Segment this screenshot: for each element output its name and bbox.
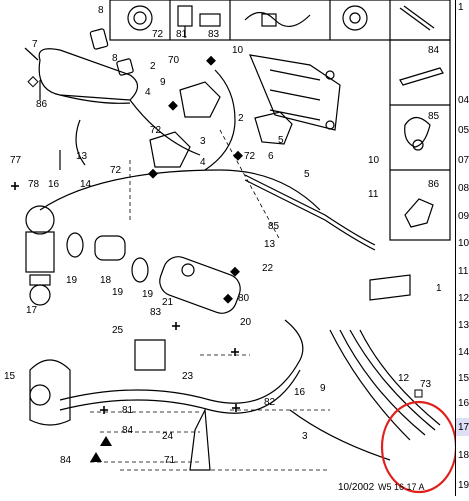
- callout: 84: [122, 425, 134, 436]
- strip-item[interactable]: 14: [458, 347, 469, 358]
- callout: 8: [112, 53, 118, 64]
- side-panel-label-1: 84: [428, 45, 440, 56]
- callout: 24: [162, 431, 174, 442]
- callout: 72: [244, 151, 256, 162]
- strip-item[interactable]: 07: [458, 155, 469, 166]
- callout: 14: [80, 179, 92, 190]
- side-panel-label-3: 86: [428, 179, 440, 190]
- callout: 6: [268, 151, 274, 162]
- index-strip: 1 04 05 07 08 09 10 11 12 13 14 15 16 17…: [455, 0, 469, 496]
- callout: 3: [302, 431, 308, 442]
- callout: 23: [182, 371, 194, 382]
- callout: 81: [122, 405, 134, 416]
- top-panel-frame: [109, 0, 451, 41]
- callout: 12: [398, 373, 410, 384]
- callout: 13: [264, 239, 276, 250]
- callout: 10: [232, 45, 244, 56]
- callout: 19: [142, 289, 154, 300]
- callout: 15: [4, 371, 16, 382]
- callout: 8: [98, 5, 104, 16]
- callout: 17: [26, 305, 38, 316]
- diagram-date: 10/2002: [338, 482, 375, 493]
- callout: 73: [420, 379, 432, 390]
- strip-item[interactable]: 05: [458, 125, 469, 136]
- top-panel-label-3: 83: [208, 29, 220, 40]
- strip-item-highlighted[interactable]: 17: [456, 418, 469, 436]
- callout: 5: [278, 135, 284, 146]
- callout: 5: [304, 169, 310, 180]
- callout: 10: [368, 155, 380, 166]
- callout: 2: [238, 113, 244, 124]
- callout: 4: [145, 87, 151, 98]
- callout: 84: [60, 455, 72, 466]
- callout: 80: [238, 293, 250, 304]
- callout: 77: [10, 155, 22, 166]
- callout: 72: [110, 165, 122, 176]
- callout: 18: [100, 275, 112, 286]
- callout: 86: [36, 99, 48, 110]
- strip-item[interactable]: 08: [458, 183, 469, 194]
- callout: 72: [150, 125, 162, 136]
- callout: 85: [268, 221, 280, 232]
- callout: 9: [320, 383, 326, 394]
- side-panel-label-2: 85: [428, 111, 440, 122]
- diagram-reference: W5 16 17 A: [378, 482, 425, 492]
- callout: 13: [76, 151, 88, 162]
- callout: 22: [262, 263, 274, 274]
- callout: 83: [150, 307, 162, 318]
- callout: 9: [160, 77, 166, 88]
- top-panel-label-1: 72: [152, 29, 164, 40]
- callout: 20: [240, 317, 252, 328]
- strip-item[interactable]: 19: [458, 480, 469, 491]
- strip-item[interactable]: 11: [458, 266, 469, 277]
- callout: 4: [200, 157, 206, 168]
- strip-item[interactable]: 10: [458, 238, 469, 249]
- callout: 19: [66, 275, 78, 286]
- callout: 82: [264, 397, 276, 408]
- side-panel-frame: [389, 39, 451, 241]
- strip-item[interactable]: 04: [458, 95, 469, 106]
- callout: 19: [112, 287, 124, 298]
- callout: 21: [162, 297, 174, 308]
- callout: 3: [200, 136, 206, 147]
- callout: 1: [436, 283, 442, 294]
- callout: 16: [48, 179, 60, 190]
- strip-item[interactable]: 09: [458, 211, 469, 222]
- strip-item[interactable]: 1: [458, 2, 464, 13]
- callout: 70: [168, 55, 180, 66]
- callout: 25: [112, 325, 124, 336]
- top-panel-label-2: 81: [176, 29, 188, 40]
- callout: 78: [28, 179, 40, 190]
- callout: 2: [150, 61, 156, 72]
- callout: 71: [164, 455, 176, 466]
- callout: 16: [294, 387, 306, 398]
- strip-item[interactable]: 13: [458, 320, 469, 331]
- strip-item[interactable]: 15: [458, 373, 469, 384]
- strip-item[interactable]: 16: [458, 398, 469, 409]
- strip-item[interactable]: 12: [458, 293, 469, 304]
- strip-item[interactable]: 18: [458, 450, 469, 461]
- callout: 7: [32, 39, 38, 50]
- callout: 11: [368, 189, 379, 200]
